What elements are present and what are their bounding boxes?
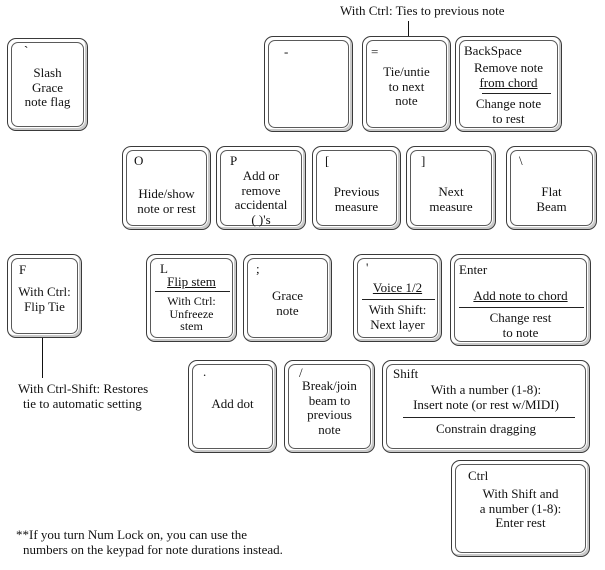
key-description: Previous measure <box>333 184 380 214</box>
key-p[interactable]: P Add or remove accidental ( )'s <box>216 146 306 230</box>
key-description-primary: Flip stem <box>167 274 216 289</box>
divider-line <box>155 291 230 292</box>
key-description-primary: Add note to chord <box>473 288 568 303</box>
key-description-primary: Voice 1/2 <box>372 280 423 295</box>
divider-line <box>459 307 584 308</box>
key-label: F <box>19 262 27 277</box>
key-equals[interactable]: = Tie/untie to next note <box>362 36 451 132</box>
key-label: Ctrl <box>468 468 489 483</box>
ctrl-shift-restores-tie: With Ctrl-Shift: Restores tie to automat… <box>18 381 149 411</box>
key-backtick[interactable]: ` Slash Grace note flag <box>7 38 88 131</box>
key-description-primary: Remove note from chord <box>474 60 543 90</box>
key-o[interactable]: O Hide/show note or rest <box>122 146 211 230</box>
key-label: = <box>371 44 379 59</box>
key-l[interactable]: L Flip stem With Ctrl: Unfreeze stem <box>146 254 237 342</box>
key-label: L <box>160 261 168 276</box>
divider-line <box>482 93 551 94</box>
key-slash[interactable]: / Break/join beam to previous note <box>284 360 375 453</box>
key-description-secondary: Change note to rest <box>475 96 542 126</box>
annotation-line-equals <box>408 21 409 49</box>
key-semicolon[interactable]: ; Grace note <box>243 254 332 342</box>
key-description: Flat Beam <box>536 184 567 214</box>
key-label: ; <box>256 261 260 276</box>
key-label: BackSpace <box>464 43 522 58</box>
divider-line <box>362 299 435 300</box>
key-quote[interactable]: ' Voice 1/2 With Shift: Next layer <box>353 254 442 342</box>
key-label: / <box>299 365 303 380</box>
key-label: Shift <box>393 366 419 381</box>
key-label: Enter <box>459 262 488 277</box>
key-label: P <box>230 153 238 168</box>
divider-line <box>403 417 575 418</box>
key-description: Add or remove accidental ( )'s <box>234 168 288 227</box>
key-description: Break/join beam to previous note <box>302 378 357 437</box>
key-description-primary: With a number (1-8): Insert note (or res… <box>413 382 559 412</box>
key-description-secondary: Constrain dragging <box>435 421 536 436</box>
key-label: \ <box>519 153 523 168</box>
key-left-bracket[interactable]: [ Previous measure <box>312 146 401 230</box>
key-label: O <box>134 153 144 168</box>
key-description: Next measure <box>429 184 473 214</box>
key-description: Add dot <box>211 396 254 411</box>
key-backspace[interactable]: BackSpace Remove note from chord Change … <box>455 36 562 132</box>
key-label: ' <box>366 260 369 275</box>
key-label: ` <box>24 43 29 58</box>
key-description: With Shift and a number (1-8): Enter res… <box>479 486 562 531</box>
key-description: With Ctrl: Flip Tie <box>18 284 71 314</box>
key-shift[interactable]: Shift With a number (1-8): Insert note (… <box>382 360 590 453</box>
key-period[interactable]: . Add dot <box>188 360 277 453</box>
key-minus[interactable]: - <box>264 36 353 132</box>
key-description-secondary: With Ctrl: Unfreeze stem <box>167 294 216 334</box>
key-description: Grace note <box>271 288 304 318</box>
key-f[interactable]: F With Ctrl: Flip Tie <box>7 254 82 338</box>
key-label: ] <box>421 153 426 168</box>
key-label: - <box>284 44 289 59</box>
key-description-secondary: With Shift: Next layer <box>368 302 427 332</box>
ctrl-tie-previous-note: With Ctrl: Ties to previous note <box>340 3 505 18</box>
key-description: Tie/untie to next note <box>383 64 430 109</box>
key-label: [ <box>325 153 330 168</box>
key-description: Slash Grace note flag <box>24 65 71 110</box>
key-backslash[interactable]: \ Flat Beam <box>506 146 597 230</box>
key-label: . <box>203 364 207 379</box>
key-description-secondary: Change rest to note <box>489 310 552 340</box>
key-right-bracket[interactable]: ] Next measure <box>406 146 496 230</box>
key-enter[interactable]: Enter Add note to chord Change rest to n… <box>450 254 591 346</box>
annotation-line-f <box>42 338 43 378</box>
key-description: Hide/show note or rest <box>137 186 196 216</box>
key-ctrl[interactable]: Ctrl With Shift and a number (1-8): Ente… <box>451 460 590 557</box>
footnote: **If you turn Num Lock on, you can use t… <box>16 527 283 557</box>
